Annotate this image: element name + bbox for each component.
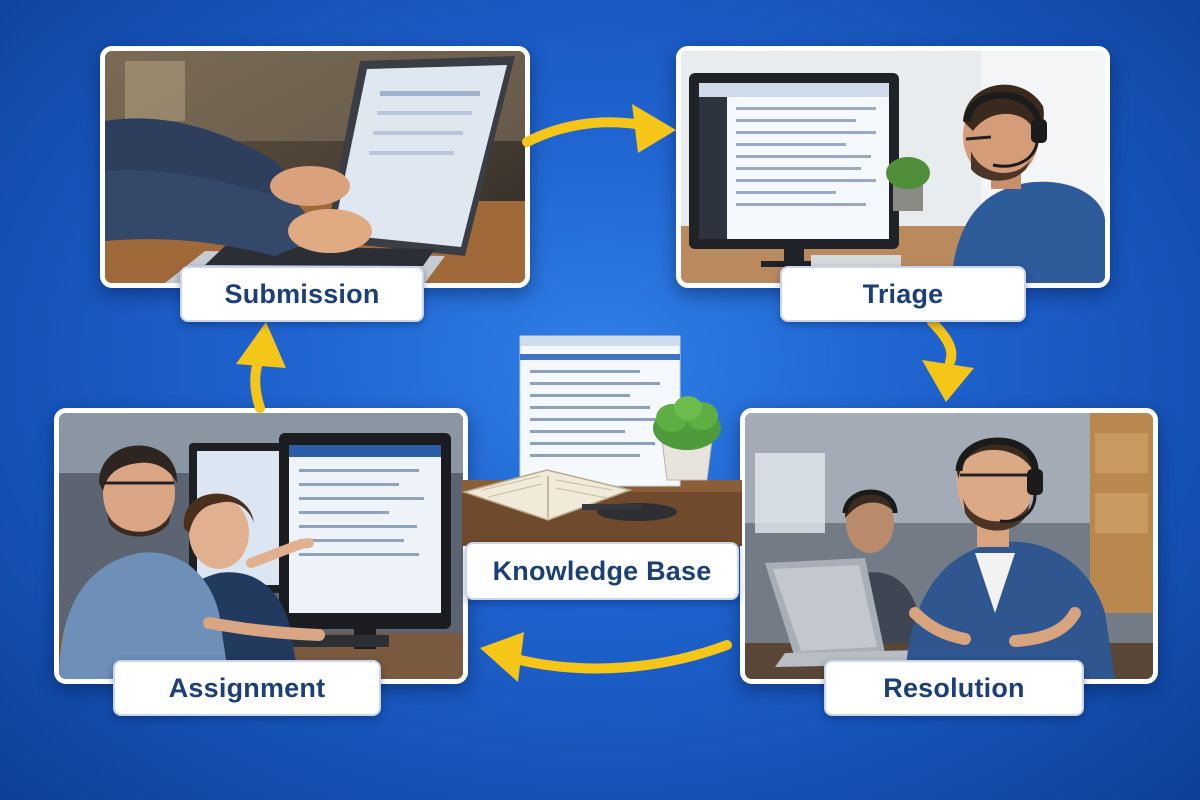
resolution-photo [740, 408, 1158, 684]
submission-label: Submission [180, 266, 424, 322]
arrow-submission-to-triage [522, 104, 676, 153]
knowledge-base-label: Knowledge Base [465, 542, 739, 600]
arrow-resolution-to-assignment [480, 632, 732, 682]
assignment-label: Assignment [113, 660, 381, 716]
assignment-photo [54, 408, 468, 684]
triage-label: Triage [780, 266, 1026, 322]
arrow-triage-to-resolution [922, 317, 974, 402]
resolution-label: Resolution [824, 660, 1084, 716]
triage-photo [676, 46, 1110, 288]
knowledge-base-illustration [461, 330, 742, 546]
arrow-assignment-to-submission [236, 322, 286, 413]
submission-photo [100, 46, 530, 288]
